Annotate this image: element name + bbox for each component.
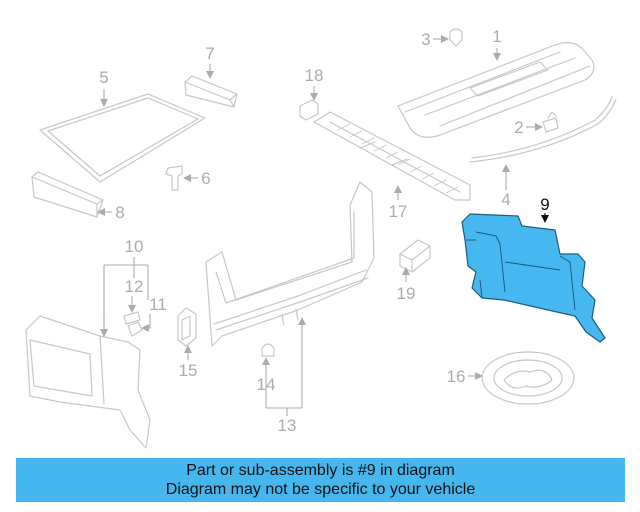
svg-text:4: 4 xyxy=(501,190,510,209)
part-13-lid-liner xyxy=(205,181,375,347)
info-banner: Part or sub-assembly is #9 in diagram Di… xyxy=(16,458,625,502)
part-5-floor-mat xyxy=(39,93,206,183)
svg-text:2: 2 xyxy=(514,118,523,137)
part-19-bracket xyxy=(399,239,431,273)
callout-9: 9 xyxy=(540,195,550,223)
part-15-clip xyxy=(177,307,197,347)
part-17-sill-plate xyxy=(313,111,471,201)
part-11-clip xyxy=(127,321,143,337)
svg-text:3: 3 xyxy=(421,30,430,49)
svg-text:1: 1 xyxy=(492,27,501,46)
svg-text:18: 18 xyxy=(305,66,324,85)
callout-6: 6 xyxy=(183,169,211,188)
parts-diagram: 1 2 3 4 5 6 7 8 9 10 12 1 xyxy=(25,27,617,449)
part-9-highlighted-trim-panel xyxy=(461,213,606,343)
svg-text:10: 10 xyxy=(125,237,144,256)
callout-7: 7 xyxy=(205,44,215,79)
banner-line-1: Part or sub-assembly is #9 in diagram xyxy=(186,462,455,479)
svg-text:9: 9 xyxy=(540,195,549,214)
callout-4: 4 xyxy=(501,164,511,209)
callout-19: 19 xyxy=(397,267,416,303)
part-12-clip xyxy=(123,311,141,325)
part-7-pad xyxy=(184,75,238,108)
svg-text:14: 14 xyxy=(257,375,276,394)
callout-10: 10 xyxy=(100,237,148,337)
svg-text:8: 8 xyxy=(115,203,124,222)
part-4-strip xyxy=(469,96,617,163)
callout-3: 3 xyxy=(421,30,449,49)
callout-1: 1 xyxy=(492,27,502,61)
callout-8: 8 xyxy=(97,203,125,222)
part-6-clip xyxy=(165,165,183,191)
part-1-package-tray xyxy=(397,42,595,138)
banner-line-2: Diagram may not be specific to your vehi… xyxy=(165,481,476,498)
callout-13: 13 xyxy=(262,317,306,435)
svg-text:19: 19 xyxy=(397,284,416,303)
svg-text:12: 12 xyxy=(125,277,144,296)
part-18-clip xyxy=(299,99,319,121)
callout-18: 18 xyxy=(305,66,324,101)
svg-text:11: 11 xyxy=(149,295,167,314)
svg-text:17: 17 xyxy=(389,202,408,221)
svg-text:6: 6 xyxy=(201,169,210,188)
part-14-clip xyxy=(261,343,275,357)
part-16-tire-cover xyxy=(481,351,575,405)
svg-text:7: 7 xyxy=(205,44,214,63)
callout-17: 17 xyxy=(389,185,408,221)
svg-text:13: 13 xyxy=(278,416,297,435)
svg-text:15: 15 xyxy=(179,361,198,380)
svg-text:5: 5 xyxy=(99,68,108,87)
part-2-clip xyxy=(542,111,559,133)
callout-5: 5 xyxy=(99,68,109,107)
callout-15: 15 xyxy=(179,345,198,380)
svg-text:16: 16 xyxy=(447,367,466,386)
callout-11: 11 xyxy=(141,265,167,332)
part-3-clip xyxy=(449,28,463,47)
callout-12: 12 xyxy=(125,265,144,313)
callout-16: 16 xyxy=(447,367,483,386)
part-8-pad xyxy=(31,171,104,218)
callout-2: 2 xyxy=(514,118,543,137)
callout-14: 14 xyxy=(257,375,276,394)
